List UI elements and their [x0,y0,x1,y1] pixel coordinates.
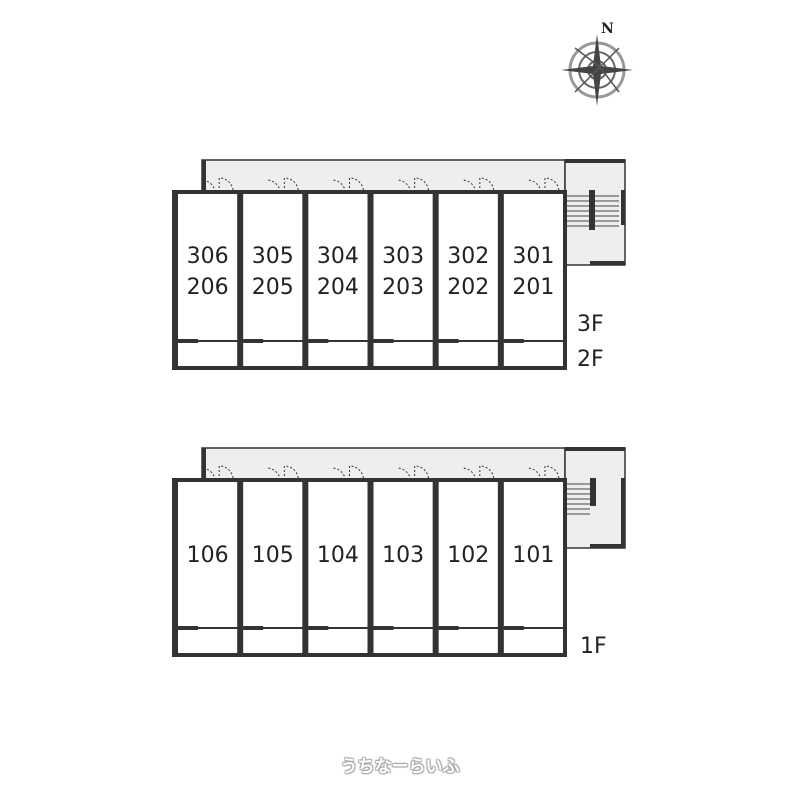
stair-wall [565,447,625,451]
corridor-wall [202,160,206,192]
room-number: 303 [382,244,424,269]
block-outline [172,190,567,370]
room-unit [369,190,437,370]
room-number: 106 [187,543,229,568]
stair-rail [590,478,596,506]
room-number: 201 [512,275,554,300]
floor-label-1f: 1F [580,634,607,659]
door-swing [479,177,495,193]
compass-north-label: N [601,21,614,37]
stair-rail [589,190,595,230]
room-unit [174,478,242,657]
room-number: 102 [447,543,489,568]
room-number: 205 [252,275,294,300]
room-number: 304 [317,244,359,269]
room-number: 203 [382,275,424,300]
room-number: 302 [447,244,489,269]
door-swing [283,465,299,481]
stair-wall [590,261,625,265]
room-number: 305 [252,244,294,269]
room-number: 104 [317,543,359,568]
room-number: 204 [317,275,359,300]
compass-icon: N [561,21,633,106]
door-swing [479,465,495,481]
room-number: 105 [252,543,294,568]
room-unit [239,190,307,370]
door-swing [544,465,560,481]
room-unit [434,478,502,657]
watermark-logo: うちなーらいふ [340,757,460,777]
stair-wall [565,159,625,163]
room-number: 101 [512,543,554,568]
door-swing [414,465,430,481]
block-outline [172,478,567,657]
lower-building-block: 106 105 104 103 102 101 [172,447,626,657]
door-swing [349,177,364,193]
corridor [201,447,566,481]
upper-building-block: 306 206 305 205 304 204 303 203 302 202 301 201 [172,159,626,370]
door-swing [414,177,430,193]
stair-wall [621,478,625,548]
room-number: 301 [512,244,554,269]
door-swing [218,177,234,193]
room-number: 206 [187,275,229,300]
door-swing [283,177,299,193]
floor-label-3f: 3F [577,312,604,337]
door-swing [349,465,364,481]
room-unit [434,190,502,370]
room-number: 202 [447,275,489,300]
stair-wall [621,190,625,225]
floor-label-2f: 2F [577,347,604,372]
room-number: 103 [382,543,424,568]
door-swing [218,465,234,481]
corridor-wall [202,448,206,480]
room-number: 306 [187,244,229,269]
door-swing [544,177,560,193]
stair-wall [590,544,625,548]
room-unit [174,190,242,370]
corridor [201,159,566,193]
room-unit [304,190,372,370]
